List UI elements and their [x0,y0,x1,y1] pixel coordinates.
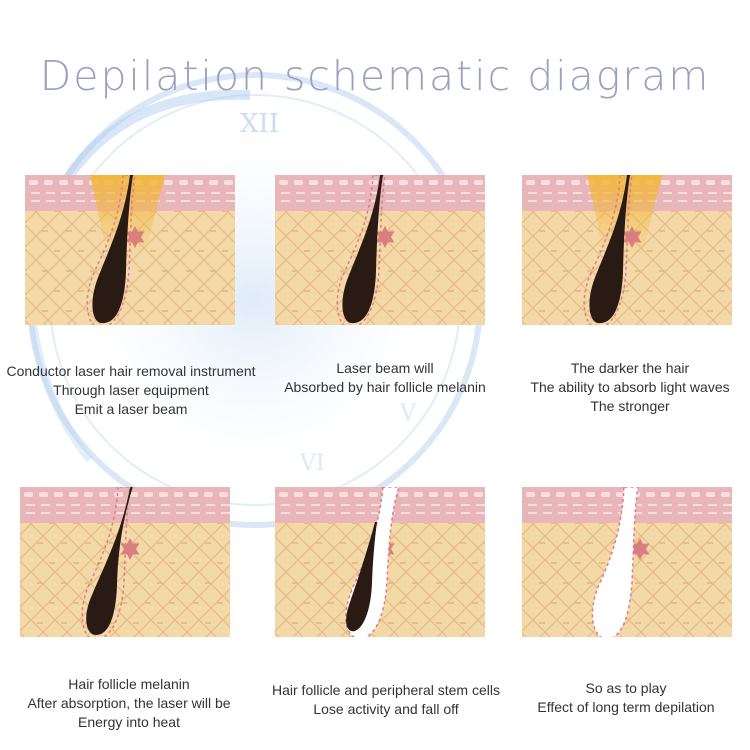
hair-shaft [92,175,133,324]
svg-text:XII: XII [240,109,279,139]
step-5-caption: Hair follicle and peripheral stem cells … [258,681,514,719]
follicle-outline [583,175,633,325]
caption-line: Through laser equipment [53,382,209,398]
caption-line: Effect of long term depilation [537,699,715,715]
caption-line: The stronger [590,398,670,414]
melanin-star [125,226,145,248]
diagram-title: Depilation schematic diagram [39,52,711,100]
step-1-caption: Conductor laser hair removal instrument … [0,362,262,419]
epidermis-cells [279,492,485,514]
step-2-caption: Laser beam will Absorbed by hair follicl… [262,359,508,397]
caption-line: Laser beam will [336,360,434,376]
tissue-dashes [292,210,485,312]
hair-shaft [86,487,133,635]
caption-line: Hair follicle and peripheral stem cells [272,682,500,698]
step-4-illustration [20,487,230,637]
melanin-star [622,226,642,248]
step-3-illustration [522,175,732,325]
caption-line: Lose activity and fall off [313,701,459,717]
svg-text:VI: VI [299,451,325,476]
step-5-illustration [275,487,485,637]
caption-line: Emit a laser beam [74,401,188,417]
caption-line: The darker the hair [570,360,690,376]
caption-line: Hair follicle melanin [68,676,190,692]
hair-shaft [346,522,377,632]
caption-line: So as to play [585,680,667,696]
caption-line: After absorption, the laser will be [27,695,231,711]
caption-line: Energy into heat [78,714,180,730]
caption-line: The ability to absorb light waves [530,379,730,395]
follicle-outline [336,175,386,325]
epidermis-cells [24,492,230,514]
caption-line: Conductor laser hair removal instrument [6,363,256,379]
hair-shaft [589,175,630,324]
empty-follicle [591,487,639,637]
step-6-illustration [522,487,732,637]
follicle-outline [86,175,136,325]
step-3-caption: The darker the hair The ability to absor… [512,359,748,416]
step-4-caption: Hair follicle melanin After absorption, … [0,675,258,732]
melanin-star [375,226,395,248]
svg-text:V: V [399,401,417,426]
step-6-caption: So as to play Effect of long term depila… [515,679,737,717]
follicle-outline [81,487,131,637]
hair-shaft [342,175,383,324]
epidermis-cells [526,492,732,514]
caption-line: Absorbed by hair follicle melanin [284,379,486,395]
epidermis-cells [279,180,485,202]
melanin-star [630,538,650,560]
step-2-illustration [275,175,485,325]
step-1-illustration [25,175,235,325]
melanin-star [120,538,140,560]
